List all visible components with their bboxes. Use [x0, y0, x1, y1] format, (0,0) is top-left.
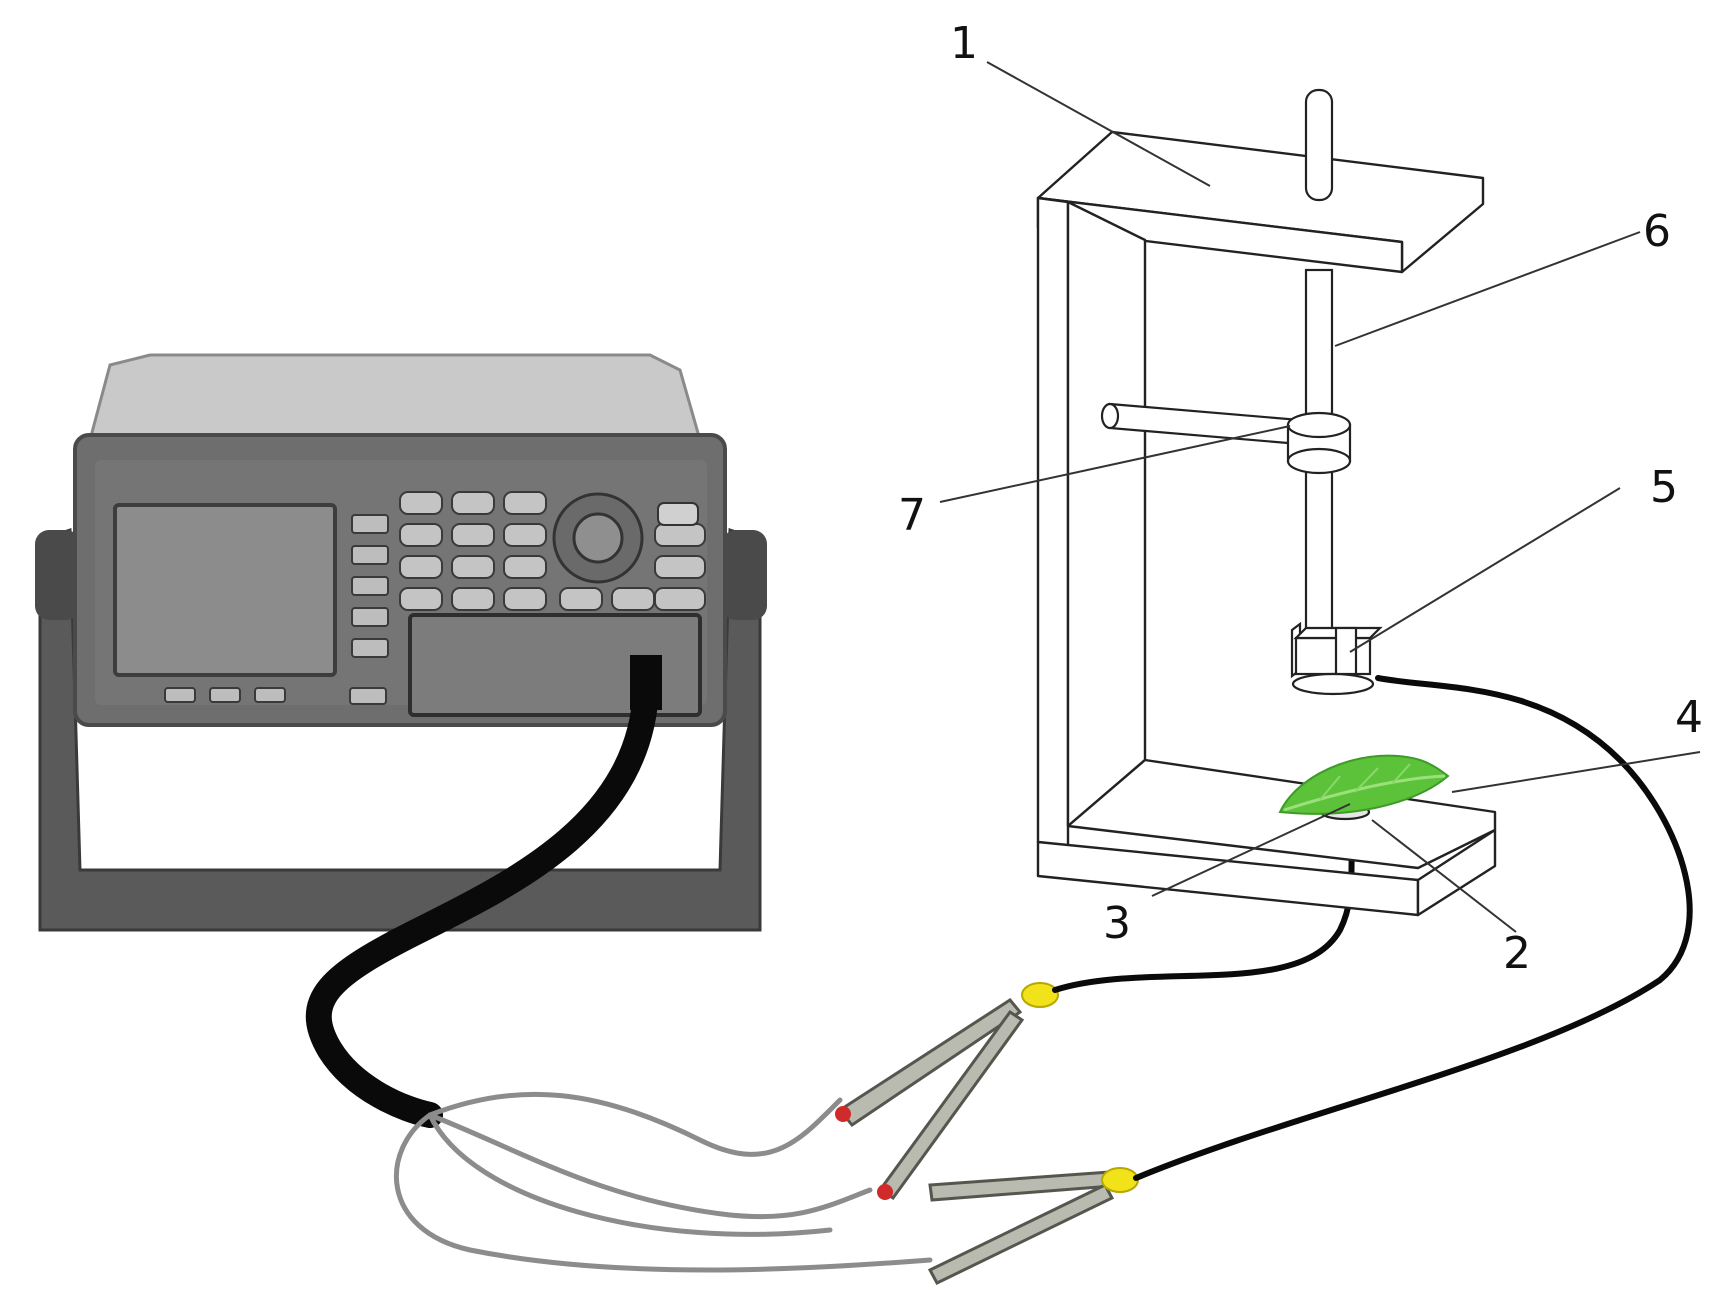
callout-4: 4: [1675, 692, 1703, 743]
meter-power-button: [657, 502, 699, 526]
c-frame-fixture: [1036, 130, 1497, 917]
meter-handle-hinge-right: [722, 530, 767, 620]
meter-handle-hinge-left: [35, 530, 80, 620]
leader-lines: [939, 61, 1701, 933]
callout-7: 7: [898, 490, 926, 541]
clip-lower-arm-b: [927, 1183, 1115, 1285]
leaf-icon: [1278, 754, 1450, 815]
meter-terminal-panel: [408, 613, 702, 717]
lead-wires: [393, 1091, 933, 1273]
meter-top-cover: [88, 353, 702, 442]
meter-cable: [305, 677, 659, 1128]
plug-upper: [1021, 982, 1059, 1008]
clip-red-tip-1: [835, 1106, 851, 1122]
alligator-clip-icon: [835, 998, 1115, 1285]
plug-lower: [1101, 1167, 1139, 1193]
upper-electrode: [1290, 621, 1383, 696]
fixture-base-side: [1416, 828, 1497, 917]
meter-nav-wheel-icon: [552, 492, 644, 584]
lcr-meter-icon: [35, 353, 767, 932]
callout-2: 2: [1503, 928, 1531, 979]
callout-6: 6: [1643, 206, 1671, 257]
meter-screen: [113, 503, 337, 677]
meter-keypad: [399, 491, 706, 611]
fixture-collar: [1286, 411, 1352, 475]
cable-to-electrode-5: [1133, 675, 1693, 1181]
callout-5: 5: [1650, 462, 1678, 513]
fixture-column: [1036, 196, 1070, 848]
callout-3: 3: [1103, 898, 1131, 949]
fixture-lever-end: [1100, 402, 1120, 430]
callout-1: 1: [950, 18, 978, 69]
fixture-base: [1066, 758, 1497, 870]
meter-soft-keys: [164, 514, 389, 705]
cable-to-electrode-2: [1052, 817, 1360, 993]
fixture-screw-top: [1304, 88, 1334, 202]
clip-red-tip-2: [877, 1184, 893, 1200]
fixture-column-inner: [1066, 200, 1147, 828]
